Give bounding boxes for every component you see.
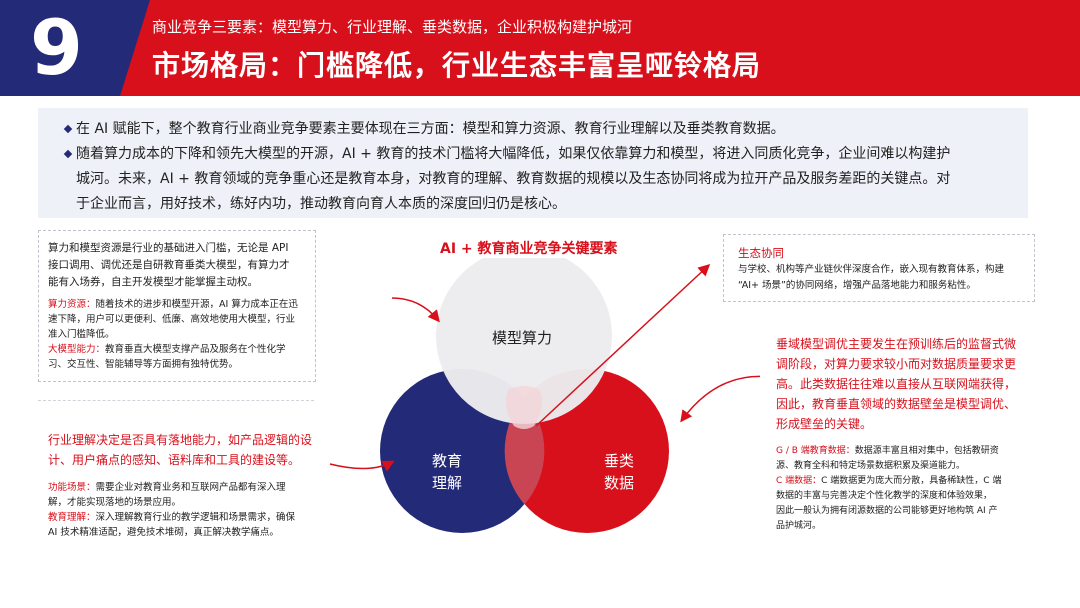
right-top-dashed-box (723, 234, 1035, 302)
left-bottom-item-2-line: AI 技术精准适配，避免技术堆砌，真正解决教学痛点。 (48, 527, 279, 538)
intro-bullet-2-line: 随着算力成本的下降和领先大模型的开源，AI + 教育的技术门槛将大幅降低，如果仅… (76, 146, 951, 162)
right-bottom-item-2-line: 品护城河。 (776, 521, 822, 531)
section-number: 9 (30, 3, 83, 92)
left-top-block: 算力和模型资源是行业的基础进入门槛，无论是 API 接口调用、调优还是自研教育垂… (48, 240, 318, 372)
left-top-item-1-line: 准入门槛降低。 (48, 329, 115, 340)
left-top-item-2-line: 习、交互性、智能辅导等方面拥有独特优势。 (48, 359, 239, 370)
right-top-heading: 生态协同 (738, 246, 784, 260)
arrow-data (680, 375, 760, 423)
center-overlap (506, 386, 542, 429)
right-bottom-lead-line: 高。此类数据往往难以直接从互联网端获得， (776, 377, 1017, 391)
left-bottom-item-1-line: 解，才能实现落地的场景应用。 (48, 497, 182, 508)
left-top-dashed-box (38, 230, 316, 382)
left-top-lead-line: 能有入场券，自主开发模型才能掌握主动权。 (48, 276, 258, 288)
right-bottom-item-2: C 端数据：C 端数据更为庞大而分散，具备稀缺性，C 端 (776, 476, 1002, 486)
right-bottom-lead-line: 垂域模型调优主要发生在预训练后的监督式微 (776, 337, 1017, 351)
left-top-lead-line: 算力和模型资源是行业的基础进入门槛，无论是 API (48, 242, 289, 254)
bullet-diamond-icon (63, 149, 73, 159)
right-top-block: 生态协同 与学校、机构等产业链伙伴深度合作，嵌入现有教育体系，构建 “AI+ 场… (738, 244, 1030, 294)
intro-bullet-1: 在 AI 赋能下，整个教育行业商业竞争要素主要体现在三方面：模型和算力资源、教育… (63, 117, 1006, 142)
page-title: 市场格局：门槛降低，行业生态丰富呈哑铃格局 (152, 49, 762, 82)
left-divider (38, 400, 314, 551)
bullet-diamond-icon (63, 124, 73, 134)
label-model-compute: 模型算力 (492, 329, 553, 347)
intro-bullet-2-line: 于企业而言，用好技术，练好内功，推动教育向育人本质的深度回归仍是核心。 (76, 196, 566, 212)
right-bottom-item-2-line: 因此一般认为拥有闭源数据的公司能够更好地构筑 AI 产 (776, 506, 998, 516)
intro-bullet-2: 随着算力成本的下降和领先大模型的开源，AI + 教育的技术门槛将大幅降低，如果仅… (63, 142, 1006, 217)
label-education-understanding: 教育 理解 (432, 452, 463, 492)
right-bottom-item-2-line: 数据的丰富与完善决定个性化教学的深度和体验效果， (776, 491, 993, 501)
left-bottom-item-2: 教育理解：深入理解教育行业的教学逻辑和场景需求，确保 (48, 512, 296, 523)
right-bottom-lead-line: 因此，教育垂直领域的数据壁垒是模型调优、 (776, 397, 1017, 411)
left-top-item-1-line: 速下降，用户可以更便利、低廉、高效地使用大模型，行业 (48, 314, 296, 325)
circle-model-compute (436, 258, 612, 424)
arrow-ecosystem (535, 263, 711, 427)
arrow-model (391, 297, 440, 323)
diagram-title: AI + 教育商业竞争关键要素 (440, 241, 618, 257)
left-top-lead-line: 接口调用、调优还是自研教育垂类大模型，有算力才 (48, 259, 290, 271)
right-bottom-item-1-line: 源、教育全科和特定场景数据积累及渠道能力。 (776, 461, 966, 471)
intro-box: 在 AI 赋能下，整个教育行业商业竞争要素主要体现在三方面：模型和算力资源、教育… (38, 108, 1028, 218)
label-vertical-data: 垂类 数据 (604, 452, 635, 492)
left-top-item-2: 大模型能力：教育垂直大模型支撑产品及服务在个性化学 (48, 344, 286, 355)
right-top-line: 与学校、机构等产业链伙伴深度合作，嵌入现有教育体系，构建 (738, 264, 1005, 275)
number-block-slant (120, 0, 150, 96)
left-bottom-lead-line: 行业理解决定是否具有落地能力，如产品逻辑的设 (48, 433, 313, 447)
right-top-line: “AI+ 场景”的协同网络，增强产品落地能力和服务粘性。 (738, 280, 976, 291)
venn-diagram (329, 258, 760, 533)
left-bottom-block: 行业理解决定是否具有落地能力，如产品逻辑的设 计、用户痛点的感知、语料库和工具的… (48, 430, 328, 540)
left-bottom-item-1: 功能场景：需要企业对教育业务和互联网产品都有深入理 (48, 482, 286, 493)
page-subtitle: 商业竞争三要素：模型算力、行业理解、垂类数据，企业积极构建护城河 (152, 18, 633, 36)
header-banner: 9 商业竞争三要素：模型算力、行业理解、垂类数据，企业积极构建护城河 市场格局：… (0, 0, 1080, 96)
right-bottom-block: 垂域模型调优主要发生在预训练后的监督式微 调阶段，对算力要求较小而对数据质量要求… (776, 334, 1036, 534)
right-bottom-lead-line: 形成壁垒的关键。 (776, 417, 873, 431)
left-top-item-1: 算力资源：随着技术的进步和模型开源，AI 算力成本正在迅 (48, 299, 298, 310)
section-number-block (0, 0, 120, 96)
left-bottom-lead-line: 计、用户痛点的感知、语料库和工具的建设等。 (48, 453, 301, 467)
right-bottom-item-1: G / B 端教育数据：数据源丰富且相对集中，包括教研资 (776, 446, 999, 456)
intro-bullet-2-line: 城河。未来，AI + 教育领域的竞争重心还是教育本身，对教育的理解、教育数据的规… (76, 171, 951, 187)
right-bottom-lead-line: 调阶段，对算力要求较小而对数据质量要求更 (776, 357, 1017, 371)
arrow-industry (329, 460, 395, 472)
